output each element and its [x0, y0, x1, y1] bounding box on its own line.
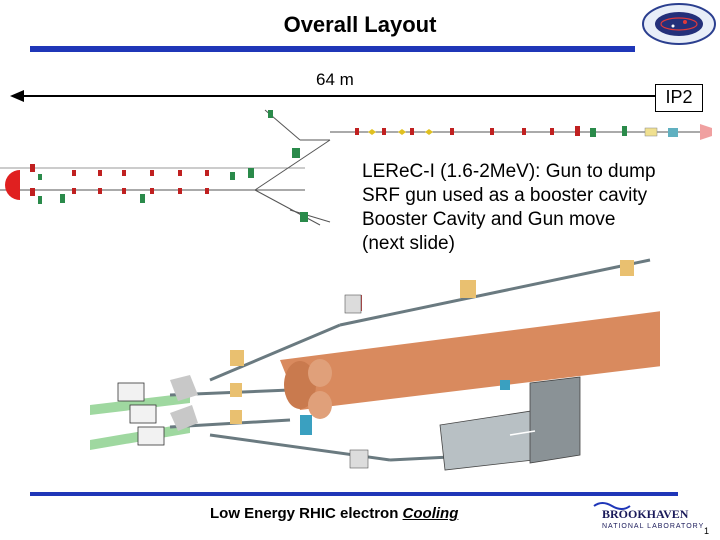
svg-text:BROOKHAVEN: BROOKHAVEN	[602, 507, 689, 521]
page-number: 1	[704, 526, 710, 536]
title-underline	[30, 46, 635, 52]
ip2-label: IP2	[655, 84, 703, 112]
svg-text:NATIONAL LABORATORY: NATIONAL LABORATORY	[602, 523, 704, 530]
footer-title: Low Energy RHIC electron Cooling	[210, 505, 458, 522]
note-line: SRF gun used as a booster cavity	[362, 185, 648, 206]
scale-arrow	[10, 90, 658, 102]
beamline-schematic	[0, 109, 712, 226]
cad-rendering	[90, 258, 660, 471]
note-line: LEReC-I (1.6-2MeV): Gun to dump	[362, 161, 656, 182]
footer-main-text: Low Energy RHIC electron	[210, 505, 403, 522]
scale-length-label: 64 m	[316, 70, 354, 89]
brookhaven-logo: BROOKHAVEN NATIONAL LABORATORY	[593, 502, 704, 530]
note-line: (next slide)	[362, 233, 455, 254]
note-line: Booster Cavity and Gun move	[362, 209, 616, 230]
footer-rule	[30, 492, 678, 496]
office-of-nuclear-physics-seal	[642, 3, 716, 45]
footer-emphasis-text: Cooling	[402, 505, 459, 522]
notes-text-block: LEReC-I (1.6-2MeV): Gun to dump SRF gun …	[362, 160, 712, 256]
slide-title: Overall Layout	[283, 12, 437, 37]
